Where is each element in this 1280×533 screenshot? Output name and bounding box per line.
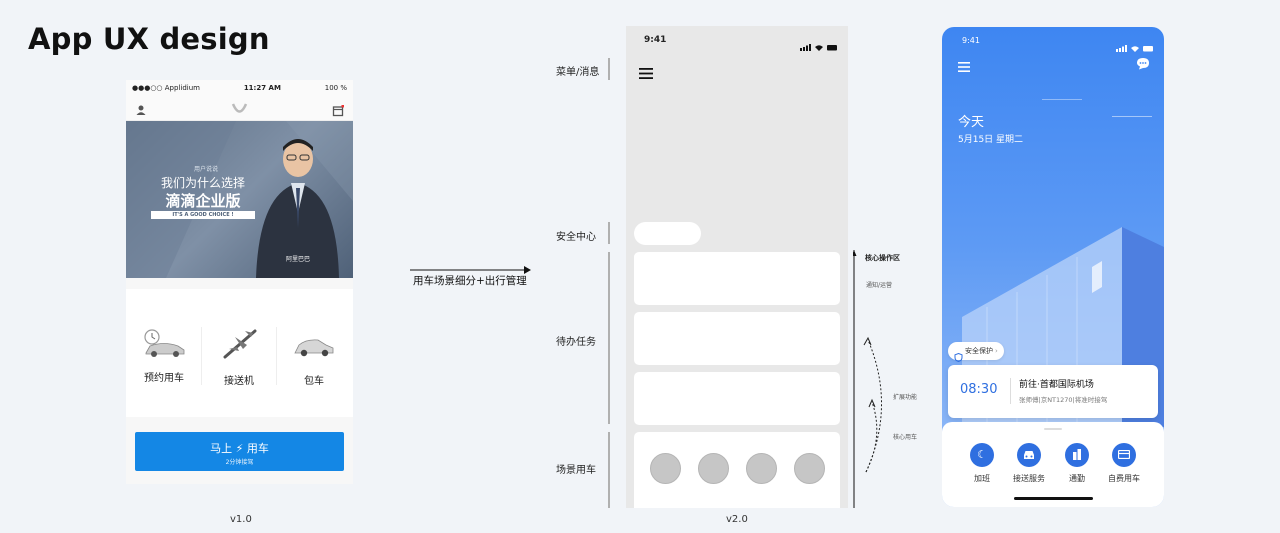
service-label: 包车 [304,376,324,387]
divider [276,327,277,385]
page-title: App UX design [28,22,270,56]
service-label: 接送机 [224,376,254,387]
core-area-line [851,250,857,512]
v2-wireframe-phone: 9:41 [626,26,848,508]
section-label-menu: 菜单/消息 [556,67,600,78]
transition-arrow [410,260,532,279]
annotation-core-car: 核心用车 [893,434,918,441]
car-front-icon[interactable] [1017,443,1041,467]
time-label: 11:27 AM [243,83,281,92]
wf-scene-circle[interactable] [650,453,681,484]
ride-now-button[interactable]: 马上 ⚡ 用车 2分钟接驾 [135,432,344,471]
today-label: 今天 [958,115,985,130]
car-clock-icon [142,327,186,363]
decor-line [1112,116,1152,117]
home-indicator [1014,497,1093,500]
banner-small-title: 用户说说 [193,166,218,173]
section-bar-todo [608,252,610,424]
transition-label: 用车场景细分+出行管理 [413,275,527,287]
card-icon[interactable] [1112,443,1136,467]
carrier-label: ●●●○○ Applidium [132,83,200,92]
wf-scene-circle[interactable] [746,453,777,484]
wf-safety-pill[interactable] [634,222,701,245]
section-bar-menu [608,58,610,80]
safety-badge[interactable]: 安全保护 › [948,342,1004,362]
section-bar-scene [608,432,610,508]
wf-scene-circle[interactable] [698,453,729,484]
v3-phone-mockup: 9:41 今天 5月15日 星期二 安全保护 › 08:30 前往·首都国际机 [942,27,1164,507]
user-icon[interactable] [135,101,147,115]
decor-line [1042,99,1082,100]
service-label: 预约用车 [144,373,184,384]
wf-status-time: 9:41 [644,35,667,45]
chevron-right-icon: › [995,347,998,355]
service-item-charter[interactable]: 包车 [284,327,344,387]
section-label-safety: 安全中心 [556,232,596,243]
wf-scene-card [634,432,840,508]
menu-icon[interactable] [639,64,653,83]
status-icons [800,36,838,55]
date-label: 5月15日 星期二 [958,135,1024,145]
section-bar-safety [608,222,610,244]
didi-logo-icon [231,100,248,114]
extend-curve-arrow [862,336,892,480]
banner-person-image [251,133,341,278]
annotation-core-area: 核心操作区 [865,254,900,262]
annotation-extend: 扩展功能 [893,394,918,401]
wf-task-card[interactable] [634,312,840,365]
v1-nav-bar [126,95,353,121]
service-label: 通勤 [1069,474,1085,483]
annotation-notice: 通知/运营 [866,282,893,289]
banner-signature: 阿里巴巴 [286,256,311,263]
trip-detail: 张师傅|京NT1270|将准时接驾 [1019,396,1108,404]
promo-banner[interactable]: 用户说说 我们为什么选择 滴滴企业版 IT'S A GOOD CHOICE ! … [126,121,353,278]
divider [1010,378,1011,404]
trip-time: 08:30 [960,382,998,397]
menu-icon[interactable] [958,57,970,76]
service-item-airport[interactable]: 接送机 [209,327,269,387]
wf-scene-circle[interactable] [794,453,825,484]
section-label-scene: 场景用车 [556,465,596,476]
v1-service-card: 预约用车 接送机 包车 [126,289,353,417]
cta-label: 马上 ⚡ 用车 [210,442,269,455]
building-icon[interactable] [1065,443,1089,467]
moon-icon[interactable]: ☾ [970,443,994,467]
banner-product: 滴滴企业版 [165,192,241,210]
safety-badge-label: 安全保护 [965,347,993,355]
carousel-dots[interactable] [229,269,251,278]
banner-headline: 我们为什么选择 [160,176,245,190]
cta-sublabel: 2分钟接驾 [225,459,254,466]
trip-destination: 前往·首都国际机场 [1019,380,1094,390]
service-panel: ☾ 加班 接送服务 通勤 自费用车 [942,422,1164,507]
v1-status-bar: ●●●○○ Applidium 11:27 AM 100 % [126,80,353,95]
v1-phone-mockup: ●●●○○ Applidium 11:27 AM 100 % 用户说说 我们为什… [126,80,353,484]
airplane-icon [221,327,259,365]
drag-handle[interactable] [1044,428,1062,430]
v3-status-time: 9:41 [962,36,980,45]
section-label-todo: 待办任务 [556,337,596,348]
wf-task-card[interactable] [634,372,840,425]
version-label-v2: v2.0 [726,514,748,525]
calendar-icon[interactable] [332,102,345,117]
service-item-reserve[interactable]: 预约用车 [134,327,194,387]
status-icons [1116,37,1154,56]
car-icon [292,333,336,363]
banner-tagline: IT'S A GOOD CHOICE ! [151,211,255,219]
message-icon[interactable] [1136,55,1150,74]
version-label-v1: v1.0 [230,514,252,525]
wf-task-card[interactable] [634,252,840,305]
shield-icon [954,347,963,362]
battery-label: 100 % [324,83,347,92]
service-label: 自费用车 [1108,474,1140,483]
service-label: 接送服务 [1013,474,1045,483]
trip-card[interactable]: 08:30 前往·首都国际机场 张师傅|京NT1270|将准时接驾 [948,365,1158,418]
divider [201,327,202,385]
service-label: 加班 [974,474,990,483]
